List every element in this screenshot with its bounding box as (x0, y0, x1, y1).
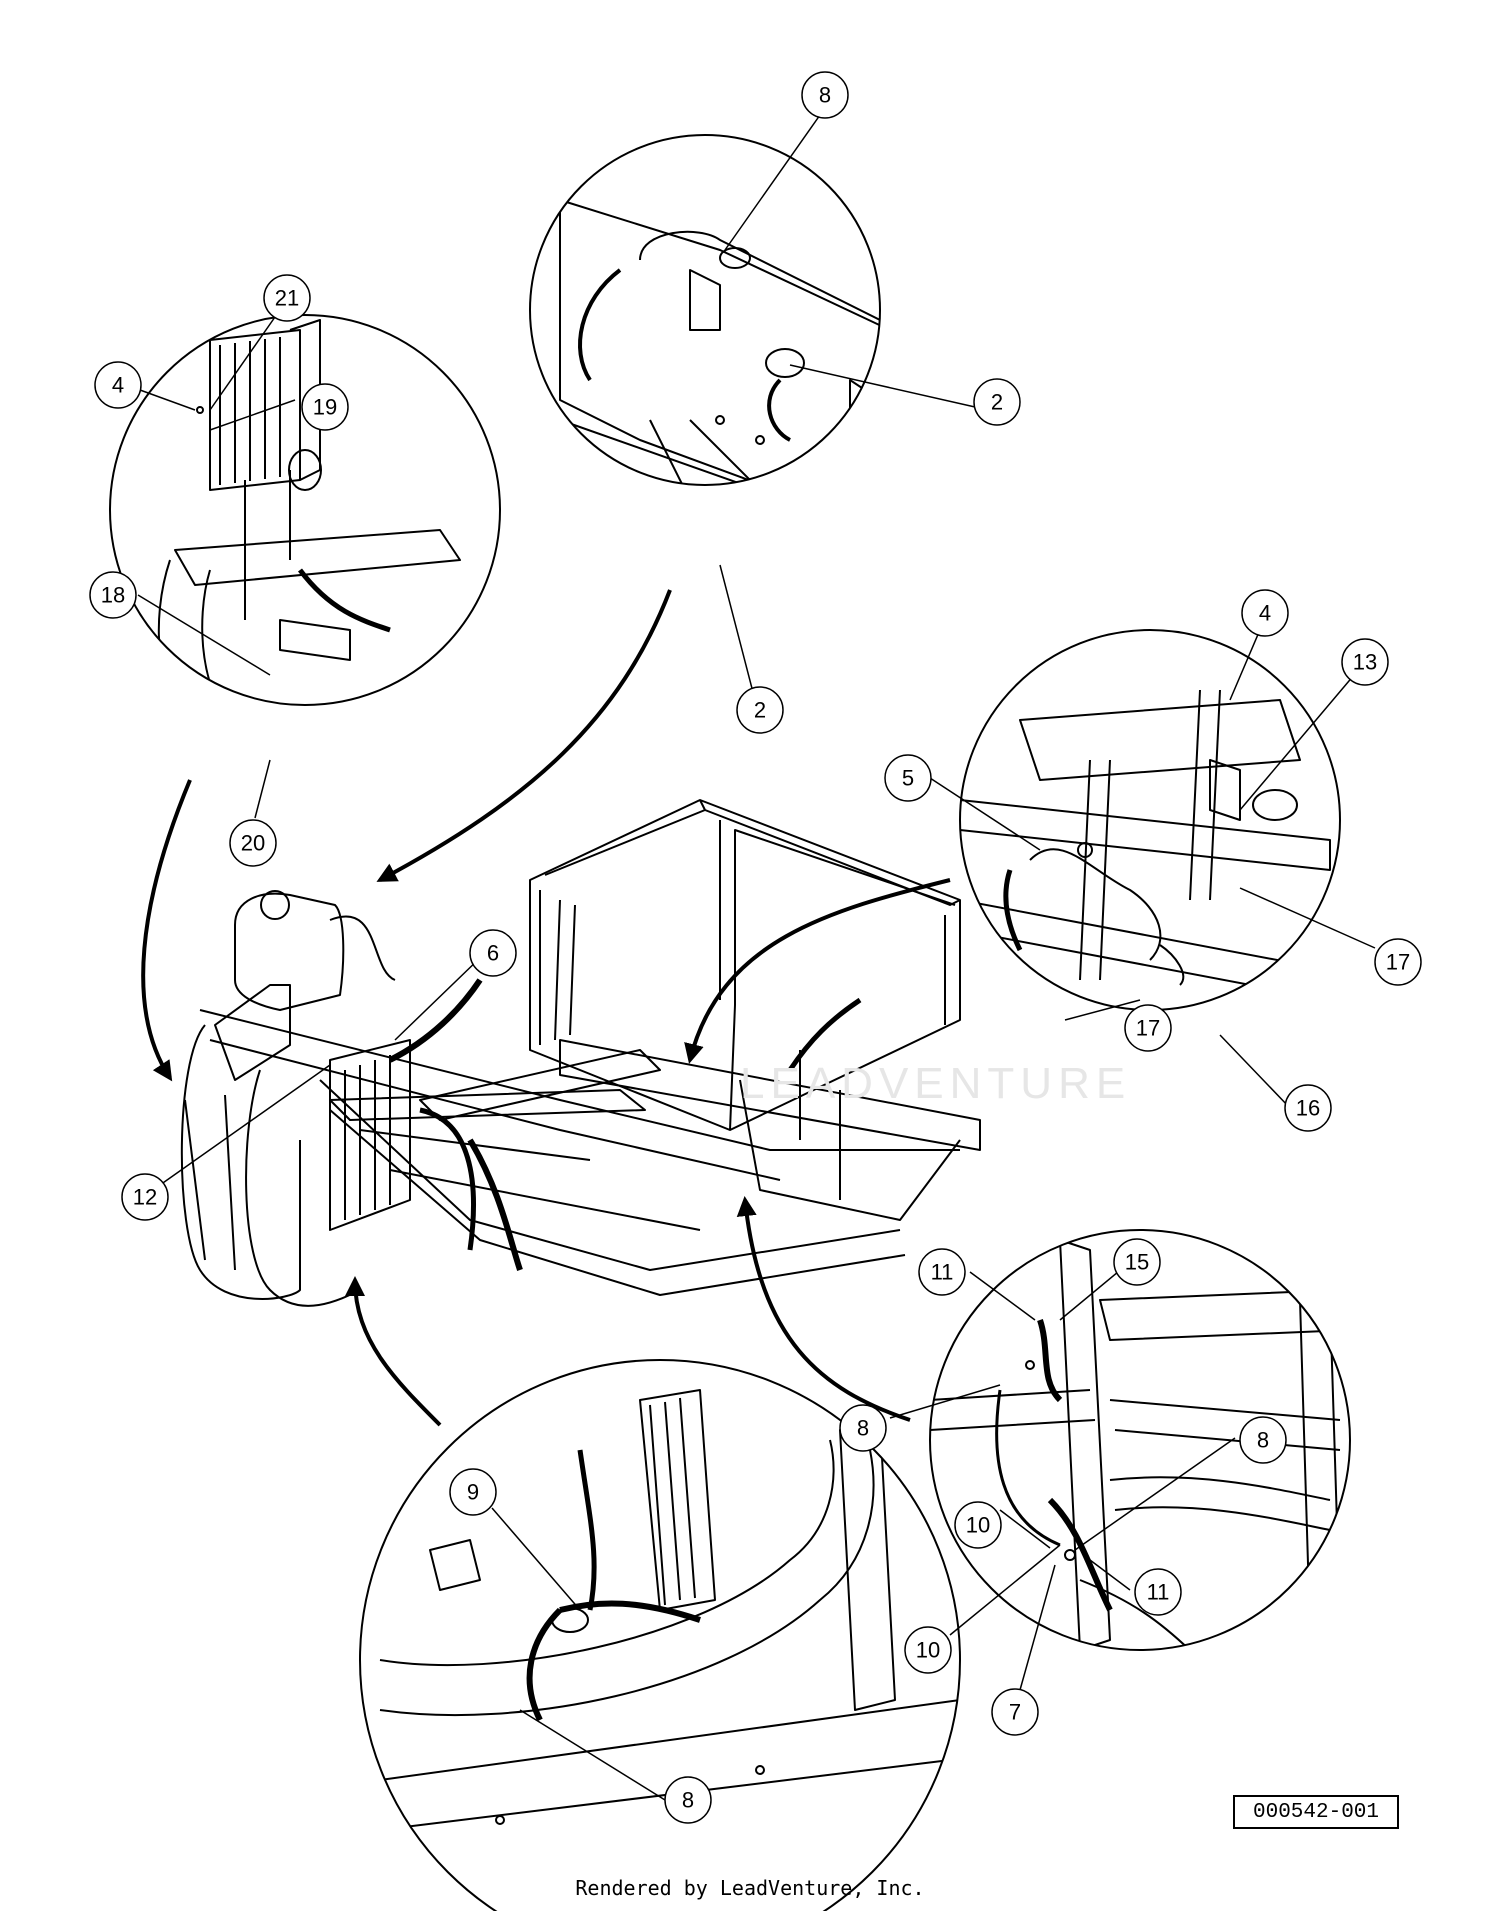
callout-9: 9 (449, 1468, 497, 1516)
linking-arrows (141, 589, 951, 1427)
callout-8-bottom-right-left: 8 (839, 1404, 887, 1452)
main-frame-assembly: LEADVENTURE (180, 799, 1131, 1307)
svg-text:8: 8 (682, 1788, 694, 1813)
svg-text:12: 12 (133, 1185, 157, 1210)
svg-text:6: 6 (487, 941, 499, 966)
rendered-by-footer: Rendered by LeadVenture, Inc. (575, 1876, 925, 1900)
callout-21: 21 (263, 274, 311, 322)
svg-text:13: 13 (1353, 650, 1377, 675)
callout-2-top-bottom: 2 (736, 686, 784, 734)
svg-text:17: 17 (1386, 950, 1410, 975)
svg-text:4: 4 (112, 373, 124, 398)
callout-7: 7 (991, 1688, 1039, 1736)
svg-text:16: 16 (1296, 1096, 1320, 1121)
svg-text:20: 20 (241, 831, 265, 856)
arrow-bottomright-to-main (736, 1196, 911, 1422)
svg-text:8: 8 (1257, 1428, 1269, 1453)
svg-text:2: 2 (754, 698, 766, 723)
callout-17-right: 17 (1374, 938, 1422, 986)
detail-view-top (529, 134, 881, 486)
callout-20: 20 (229, 819, 277, 867)
detail-view-bottom (359, 1359, 961, 1911)
callout-2-top-right: 2 (973, 378, 1021, 426)
callout-16: 16 (1284, 1084, 1332, 1132)
callout-8-top: 8 (801, 71, 849, 119)
callout-17-left: 17 (1124, 1004, 1172, 1052)
arrow-left-to-main (141, 779, 192, 1082)
svg-text:4: 4 (1259, 601, 1271, 626)
svg-text:10: 10 (916, 1638, 940, 1663)
callout-10-lower: 10 (904, 1626, 952, 1674)
callout-11-bottom: 11 (1134, 1568, 1182, 1616)
svg-text:8: 8 (819, 83, 831, 108)
callout-12: 12 (121, 1173, 169, 1221)
callout-6: 6 (469, 929, 517, 977)
svg-text:21: 21 (275, 286, 299, 311)
svg-text:11: 11 (1147, 1580, 1170, 1605)
svg-text:8: 8 (857, 1416, 869, 1441)
callout-13: 13 (1341, 638, 1389, 686)
callout-19: 19 (301, 383, 349, 431)
callouts: 8 2 2 21 4 19 18 20 4 13 5 17 17 16 6 12… (89, 71, 1422, 1824)
callout-4-left: 4 (94, 361, 142, 409)
svg-text:11: 11 (931, 1260, 954, 1285)
svg-text:7: 7 (1009, 1700, 1021, 1725)
svg-text:10: 10 (966, 1513, 990, 1538)
svg-text:9: 9 (467, 1480, 479, 1505)
arrow-top-to-main (376, 589, 672, 882)
svg-text:19: 19 (313, 395, 337, 420)
svg-text:18: 18 (101, 583, 125, 608)
detail-view-right (959, 629, 1341, 1011)
callout-8-bottom-right-right: 8 (1239, 1416, 1287, 1464)
callout-8-bottom: 8 (664, 1776, 712, 1824)
callout-4-right: 4 (1241, 589, 1289, 637)
arrow-bottom-to-main (345, 1276, 442, 1427)
svg-text:17: 17 (1136, 1016, 1160, 1041)
svg-text:2: 2 (991, 390, 1003, 415)
arrow-right-to-main (684, 878, 951, 1064)
callout-10-upper: 10 (954, 1501, 1002, 1549)
detail-view-upper-left (109, 314, 501, 706)
callout-11-top: 11 (918, 1248, 966, 1296)
callout-leaders (137, 114, 1376, 1801)
detail-view-bottom-right (929, 1229, 1351, 1651)
svg-text:5: 5 (902, 766, 914, 791)
svg-text:LEADVENTURE: LEADVENTURE (740, 1059, 1131, 1108)
callout-18: 18 (89, 571, 137, 619)
svg-text:15: 15 (1125, 1250, 1149, 1275)
callout-15: 15 (1113, 1238, 1161, 1286)
part-number-label: 000542-001 (1233, 1795, 1399, 1829)
callout-5: 5 (884, 754, 932, 802)
